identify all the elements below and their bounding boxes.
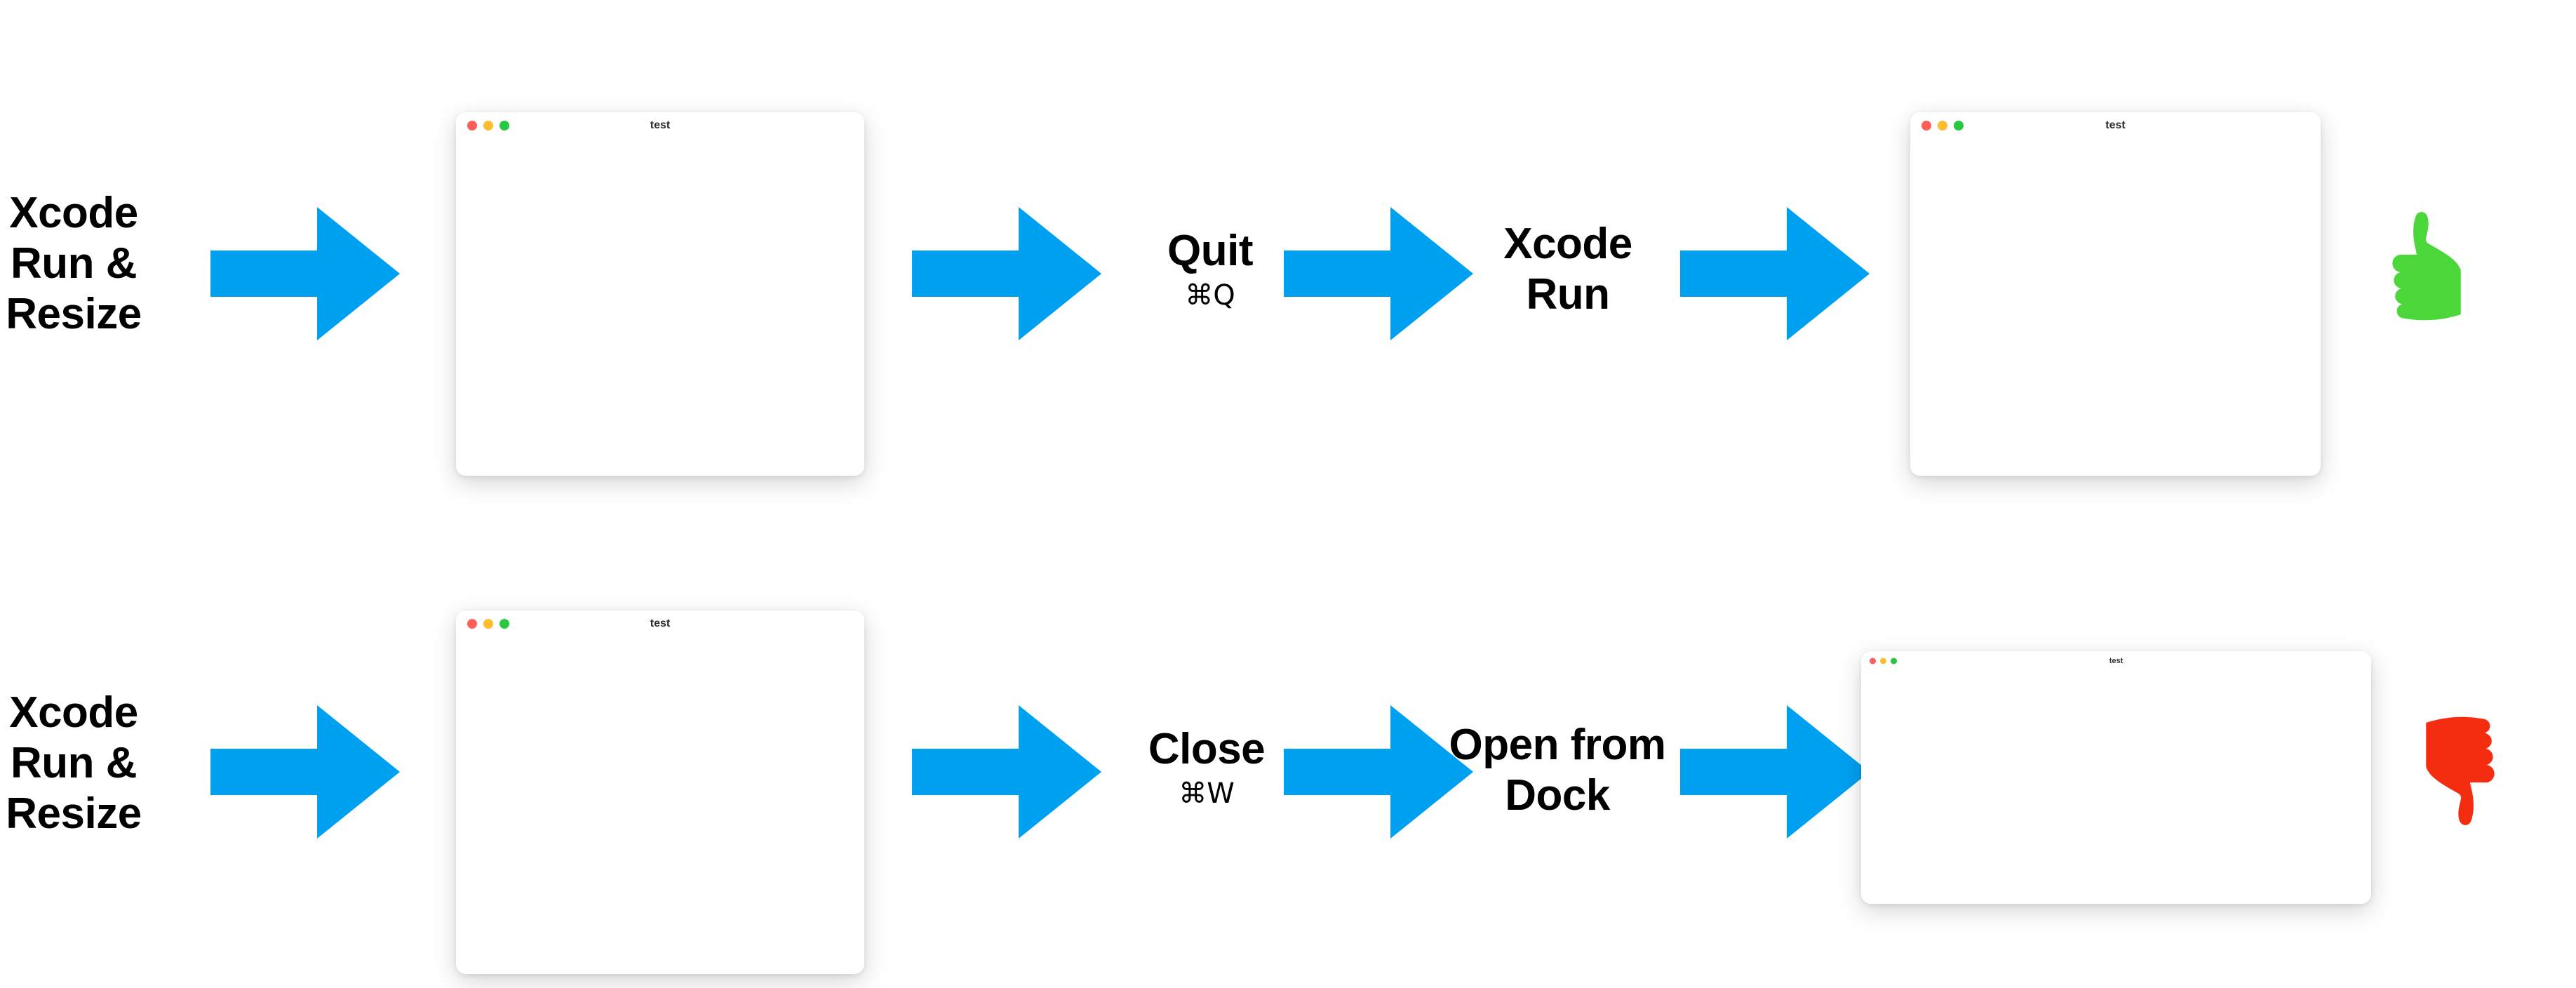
traffic-lights (467, 619, 509, 629)
zoom-button-icon[interactable] (499, 619, 509, 629)
traffic-lights (467, 121, 509, 131)
thumbs-down-icon (2398, 714, 2502, 827)
minimize-button-icon[interactable] (483, 121, 493, 131)
window-test-1[interactable]: test (456, 112, 864, 476)
window-title: test (2109, 657, 2124, 665)
zoom-button-icon[interactable] (1891, 657, 1897, 665)
traffic-lights (1870, 657, 1897, 665)
close-button-icon[interactable] (467, 121, 477, 131)
window-titlebar[interactable]: test (456, 610, 864, 637)
minimize-button-icon[interactable] (1880, 657, 1886, 665)
window-test-3[interactable]: test (456, 610, 864, 974)
row-good-start-label: Xcode Run & Resize (6, 189, 142, 338)
row-good-action-label: Quit (1167, 227, 1253, 275)
traffic-lights (1921, 121, 1964, 131)
row-bad-start-label: Xcode Run & Resize (6, 688, 142, 838)
window-content (456, 637, 864, 974)
row-bad-action-shortcut: ⌘W (1179, 777, 1235, 810)
arrow-right-icon (912, 705, 1101, 839)
close-button-icon[interactable] (1870, 657, 1876, 665)
row-bad-action-block: Close ⌘W (1136, 724, 1277, 811)
window-titlebar[interactable]: test (1910, 112, 2321, 139)
arrow-right-icon (912, 207, 1101, 340)
zoom-button-icon[interactable] (499, 121, 509, 131)
minimize-button-icon[interactable] (483, 619, 493, 629)
close-button-icon[interactable] (467, 619, 477, 629)
row-bad-action-label: Close (1148, 725, 1266, 773)
thumbs-up-icon (2385, 211, 2489, 323)
minimize-button-icon[interactable] (1938, 121, 1947, 131)
window-content (456, 139, 864, 476)
zoom-button-icon[interactable] (1954, 121, 1964, 131)
window-title: test (2105, 119, 2126, 131)
window-title: test (650, 119, 671, 131)
window-titlebar[interactable]: test (456, 112, 864, 139)
arrow-right-icon (1680, 207, 1870, 340)
arrow-right-icon (1284, 705, 1473, 839)
row-good-second-label: Xcode Run (1503, 220, 1632, 319)
row-good-action-block: Quit ⌘Q (1143, 226, 1277, 313)
window-test-2[interactable]: test (1910, 112, 2321, 476)
arrow-right-icon (1680, 705, 1870, 839)
window-content (1910, 139, 2321, 476)
window-title: test (650, 618, 671, 629)
row-bad-second-label: Open from Dock (1449, 721, 1666, 820)
arrow-right-icon (210, 207, 400, 340)
arrow-right-icon (1284, 207, 1473, 340)
close-button-icon[interactable] (1921, 121, 1931, 131)
arrow-right-icon (210, 705, 400, 839)
window-titlebar[interactable]: test (1861, 651, 2371, 671)
window-test-4[interactable]: test (1861, 651, 2371, 904)
row-good-action-shortcut: ⌘Q (1185, 279, 1235, 312)
window-content (1861, 671, 2371, 904)
